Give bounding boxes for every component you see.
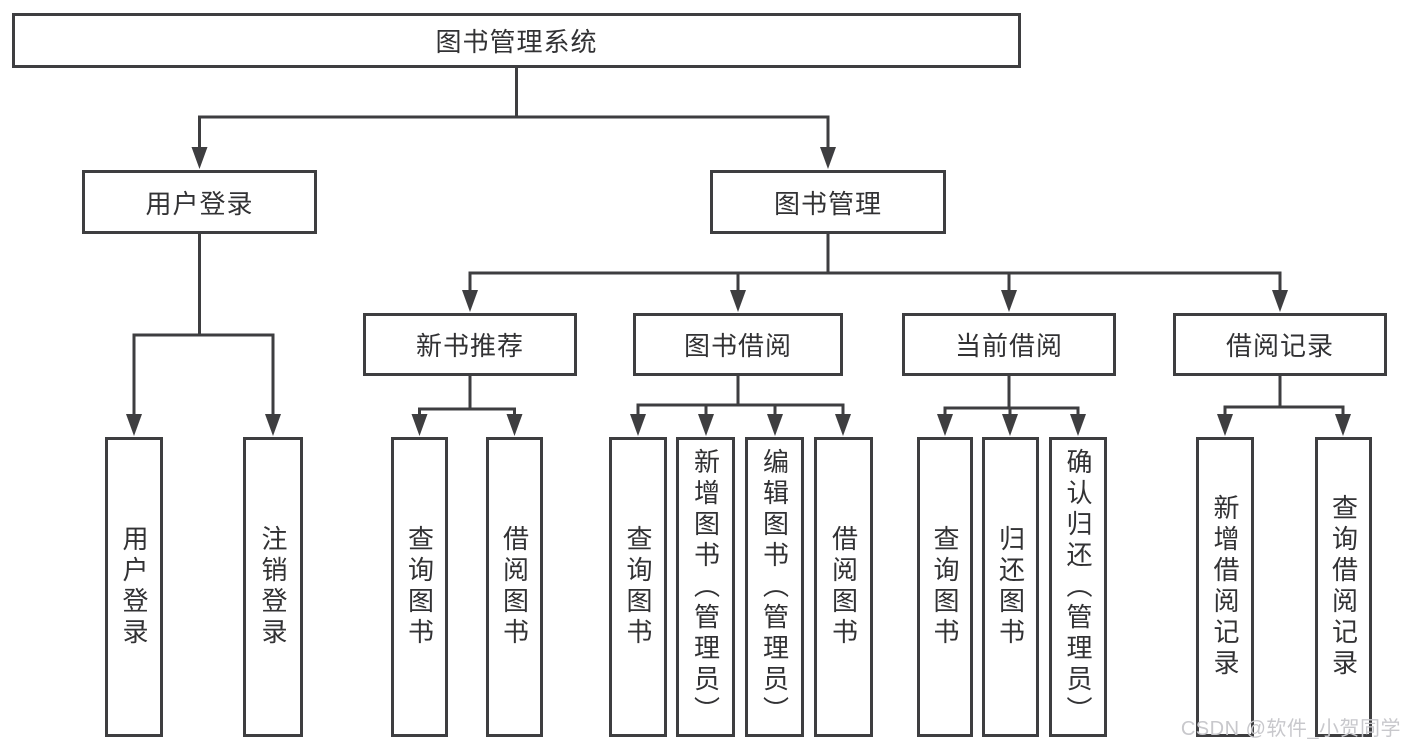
leaf-add-borrow-record: 新增借阅记录 — [1196, 437, 1254, 737]
node-label: 新增图书（管理员） — [690, 447, 721, 727]
node-current-borrowing: 当前借阅 — [902, 313, 1116, 376]
leaf-query-books-borrowing: 查询图书 — [609, 437, 667, 737]
node-label: 查询图书 — [930, 525, 960, 649]
node-label: 图书管理系统 — [435, 27, 598, 57]
leaf-borrow-books: 借阅图书 — [814, 437, 873, 737]
leaf-query-books-recommend: 查询图书 — [391, 437, 448, 737]
node-label: 新增借阅记录 — [1210, 494, 1240, 680]
node-label: 用户登录 — [119, 525, 149, 649]
node-borrowing-records: 借阅记录 — [1173, 313, 1387, 376]
node-label: 查询图书 — [623, 525, 653, 649]
node-user-login: 用户登录 — [82, 170, 317, 234]
node-label: 查询借阅记录 — [1328, 494, 1359, 680]
node-label: 编辑图书（管理员） — [759, 447, 790, 727]
leaf-edit-books-admin: 编辑图书（管理员） — [745, 437, 804, 737]
node-label: 借阅图书 — [828, 525, 859, 649]
node-label: 借阅记录 — [1225, 331, 1334, 361]
elbow-lines — [132, 66, 1345, 420]
leaf-user-login: 用户登录 — [105, 437, 163, 737]
leaf-add-books-admin: 新增图书（管理员） — [676, 437, 735, 737]
node-label: 确认归还（管理员） — [1063, 447, 1093, 727]
leaf-borrow-books-recommend: 借阅图书 — [486, 437, 543, 737]
leaf-confirm-return-admin: 确认归还（管理员） — [1049, 437, 1107, 737]
node-label: 当前借阅 — [954, 331, 1063, 361]
node-label: 新书推荐 — [415, 331, 524, 361]
node-book-borrowing: 图书借阅 — [633, 313, 843, 376]
node-new-book-recommendation: 新书推荐 — [363, 313, 577, 376]
node-label: 图书借阅 — [683, 331, 792, 361]
node-label: 查询图书 — [404, 525, 435, 649]
leaf-return-books: 归还图书 — [982, 437, 1039, 737]
node-library-management-system: 图书管理系统 — [12, 13, 1021, 68]
leaf-logout: 注销登录 — [243, 437, 303, 737]
arrowheads — [126, 147, 1351, 436]
node-label: 注销登录 — [258, 525, 288, 649]
node-label: 图书管理 — [773, 188, 882, 219]
node-label: 借阅图书 — [499, 525, 530, 649]
node-label: 归还图书 — [995, 525, 1026, 649]
watermark: CSDN @软件_小贺同学 — [1180, 718, 1401, 740]
node-book-management: 图书管理 — [710, 170, 946, 234]
node-label: 用户登录 — [145, 188, 254, 219]
leaf-query-books-current: 查询图书 — [917, 437, 973, 737]
leaf-query-borrow-record: 查询借阅记录 — [1315, 437, 1372, 737]
